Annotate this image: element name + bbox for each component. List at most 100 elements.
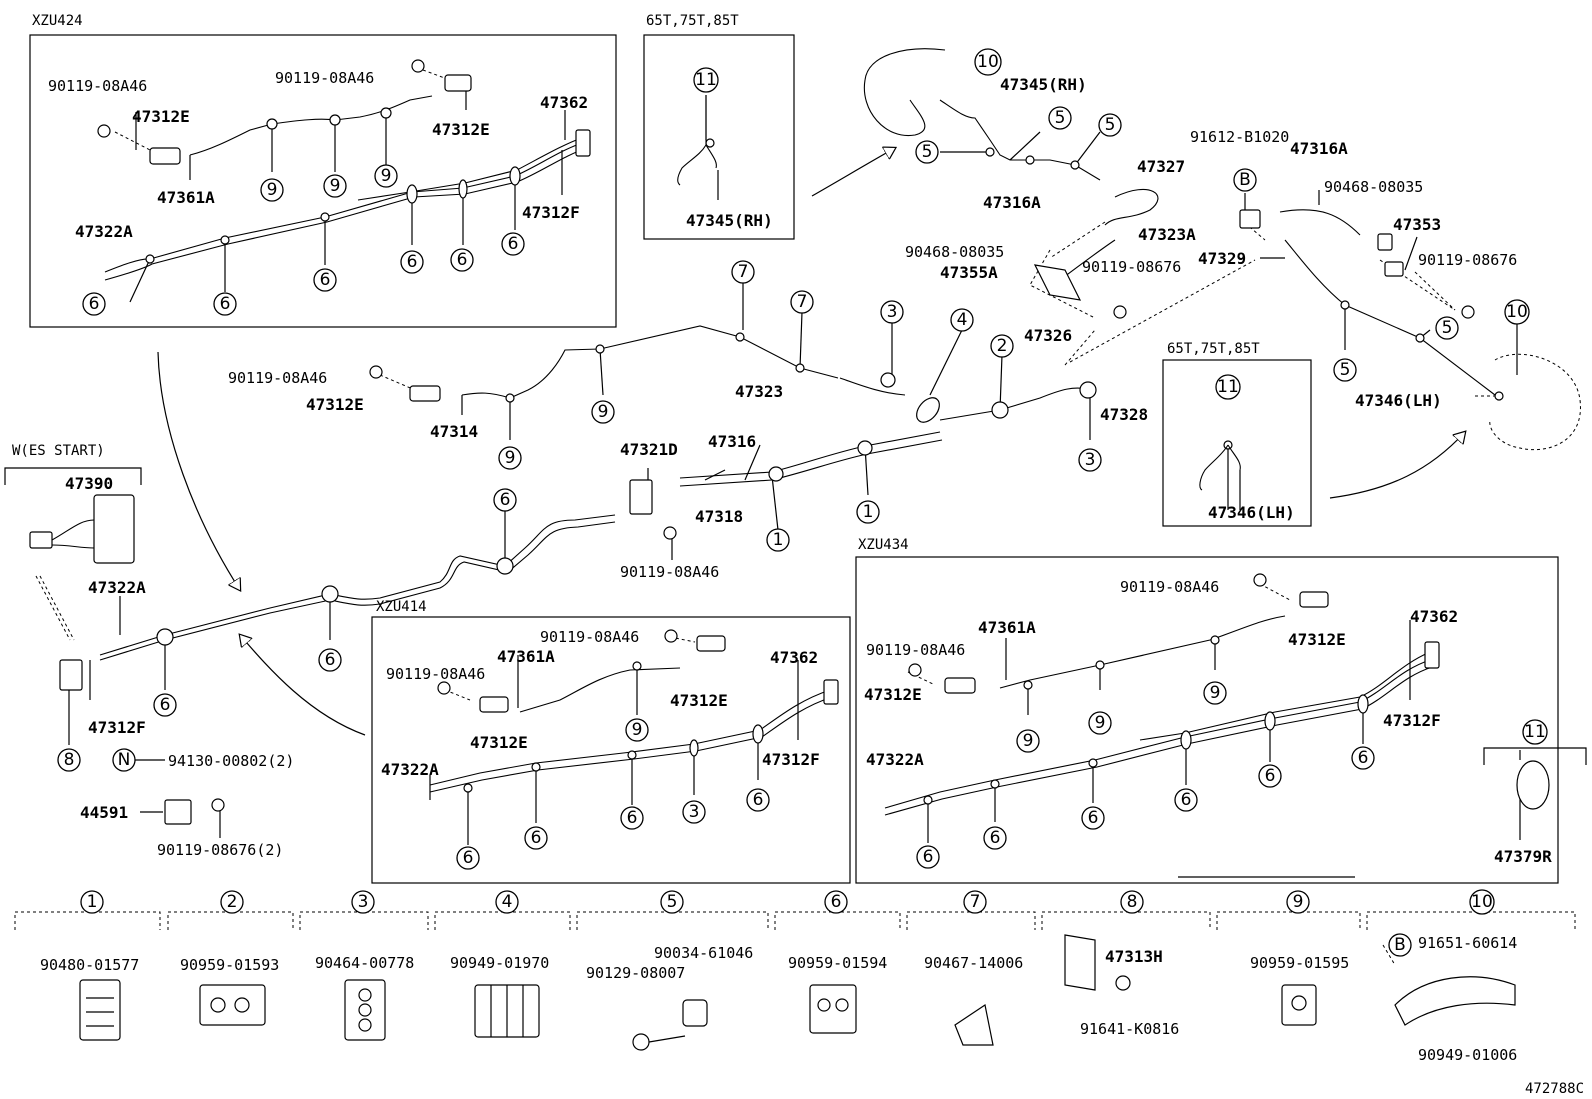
section-ws-start-title: W(ES START): [12, 443, 105, 459]
ref-marker: 5: [1048, 106, 1072, 130]
legend-ref-marker: 9: [1286, 890, 1310, 914]
svg-text:4: 4: [502, 892, 513, 912]
ref-marker: 9: [498, 446, 522, 470]
part-label: 47346(LH): [1355, 391, 1442, 410]
part-label: 90119-08676: [1082, 258, 1181, 276]
ref-marker: 9: [1088, 711, 1112, 735]
part-label: 47345(RH): [686, 211, 773, 230]
part-label: 90468-08035: [1324, 178, 1423, 196]
part-label: 47323: [735, 382, 783, 401]
reference-markers: 9 9 9 6 6 6 6 6 6 11 10 5 5 5 B 10 5 5 1…: [57, 48, 1548, 957]
part-label: 47318: [695, 507, 743, 526]
svg-text:6: 6: [160, 695, 171, 715]
ref-marker: 7: [731, 260, 755, 284]
svg-text:2: 2: [227, 892, 238, 912]
svg-text:3: 3: [689, 802, 700, 822]
part-label: 47314: [430, 422, 478, 441]
part-label: 47321D: [620, 440, 678, 459]
svg-text:9: 9: [267, 180, 278, 200]
svg-text:6: 6: [831, 892, 842, 912]
svg-text:6: 6: [508, 234, 519, 254]
part-label: 90119-08676: [1418, 251, 1517, 269]
svg-text:6: 6: [627, 808, 638, 828]
svg-text:9: 9: [381, 166, 392, 186]
ref-marker: 6: [501, 232, 525, 256]
legend-ref-marker: 7: [963, 890, 987, 914]
ref-marker: 11: [693, 67, 719, 93]
ref-marker: 10: [1504, 299, 1530, 325]
svg-text:4: 4: [957, 310, 968, 330]
legend-ref-marker: 2: [220, 890, 244, 914]
ref-marker: 9: [374, 164, 398, 188]
part-label: 47362: [540, 93, 588, 112]
svg-text:6: 6: [407, 252, 418, 272]
part-label: 47316A: [1290, 139, 1348, 158]
ref-marker: 9: [591, 400, 615, 424]
legend-part-label: 90959-01593: [180, 956, 279, 974]
part-label: 47323A: [1138, 225, 1196, 244]
part-label: 47316: [708, 432, 756, 451]
part-label: 47361A: [497, 647, 555, 666]
ref-marker: 6: [493, 488, 517, 512]
svg-text:6: 6: [923, 847, 934, 867]
part-label: 47312E: [132, 107, 190, 126]
legend-ref-marker: 4: [495, 890, 519, 914]
ref-marker: 6: [1258, 764, 1282, 788]
part-label: 47361A: [978, 618, 1036, 637]
part-label: 90119-08A46: [540, 628, 639, 646]
svg-text:6: 6: [990, 828, 1001, 848]
svg-text:1: 1: [773, 530, 784, 550]
svg-text:10: 10: [1506, 302, 1528, 322]
part-label: 47346(LH): [1208, 503, 1295, 522]
svg-text:2: 2: [997, 336, 1008, 356]
part-label: 47322A: [75, 222, 133, 241]
legend-part-label: 90467-14006: [924, 954, 1023, 972]
part-label: 47353: [1393, 215, 1441, 234]
part-label: 47312F: [762, 750, 820, 769]
part-labels: 90119-08A46 90119-08A46 47312E 47312E 47…: [48, 69, 1552, 866]
ref-marker: 9: [1203, 681, 1227, 705]
legend-ref-marker: 1: [80, 890, 104, 914]
ref-marker: 6: [153, 693, 177, 717]
svg-text:6: 6: [531, 828, 542, 848]
svg-text:7: 7: [797, 292, 808, 312]
ref-marker: 8: [57, 748, 81, 772]
section-xzu434-title: XZU434: [858, 537, 909, 553]
part-label: 90119-08A46: [386, 665, 485, 683]
ref-marker: 6: [1081, 806, 1105, 830]
part-label: 90119-08A46: [1120, 578, 1219, 596]
svg-text:11: 11: [695, 70, 717, 90]
svg-text:1: 1: [863, 502, 874, 522]
part-label: 47312F: [88, 718, 146, 737]
svg-text:6: 6: [220, 294, 231, 314]
section-titles: XZU424 65T,75T,85T 65T,75T,85T XZU414 XZ…: [12, 13, 1260, 615]
ref-marker: N: [112, 748, 136, 772]
ref-marker: B: [1388, 933, 1412, 957]
legend-part-label: 90959-01594: [788, 954, 887, 972]
svg-text:9: 9: [632, 720, 643, 740]
part-label: 47322A: [381, 760, 439, 779]
svg-text:5: 5: [1340, 360, 1351, 380]
ref-marker: 6: [456, 846, 480, 870]
svg-text:9: 9: [505, 448, 516, 468]
part-label: 47312E: [306, 395, 364, 414]
svg-text:6: 6: [89, 294, 100, 314]
ref-marker: 7: [790, 290, 814, 314]
ref-marker: 6: [983, 826, 1007, 850]
ref-marker: 6: [213, 292, 237, 316]
section-xzu414-title: XZU414: [376, 599, 427, 615]
ref-marker: 6: [1174, 788, 1198, 812]
svg-text:6: 6: [500, 490, 511, 510]
diagram-id: 472788C: [1525, 1081, 1584, 1097]
svg-text:5: 5: [1442, 318, 1453, 338]
section-65t-rh-title: 65T,75T,85T: [646, 13, 739, 29]
ref-marker: 6: [1351, 746, 1375, 770]
ref-marker: 6: [450, 248, 474, 272]
svg-text:5: 5: [922, 142, 933, 162]
legend-part-label: 90480-01577: [40, 956, 139, 974]
section-boxes: [4, 34, 1587, 884]
part-label: 90119-08676(2): [157, 841, 283, 859]
part-label: 90119-08A46: [620, 563, 719, 581]
part-label: 91612-B1020: [1190, 128, 1289, 146]
